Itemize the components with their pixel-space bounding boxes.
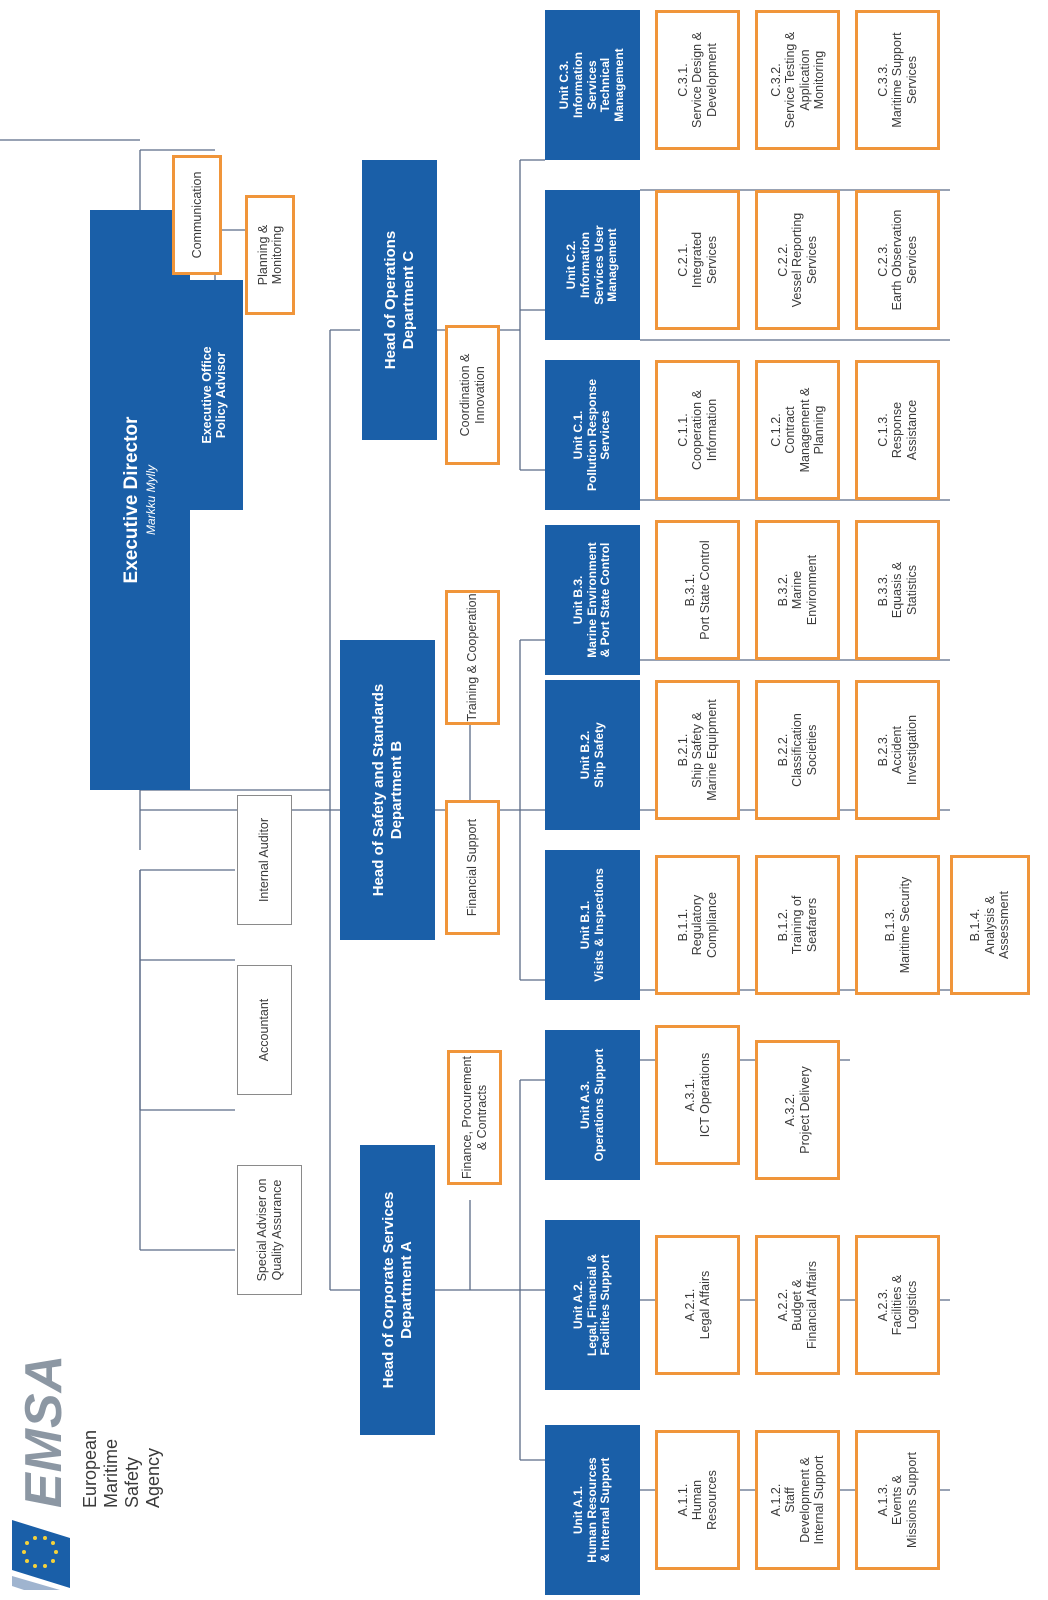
unit-c2-box: Unit C.2. Information Services User Mana…	[545, 190, 640, 340]
section-b12-box: B.1.2. Training of Seafarers	[755, 855, 840, 995]
section-b31-box: B.3.1. Port State Control	[655, 520, 740, 660]
unit-a3-box: Unit A.3. Operations Support	[545, 1030, 640, 1180]
emsa-flag-icon	[12, 1520, 70, 1590]
section-c23-box: C.2.3. Earth Observation Services	[855, 190, 940, 330]
section-b22-box: B.2.2. Classification Societies	[755, 680, 840, 820]
section-a23-box: A.2.3. Facilities & Logistics	[855, 1235, 940, 1375]
planning-monitoring-box: Planning & Monitoring	[245, 195, 295, 315]
executive-director-box: Executive Director Markku Mylly	[90, 210, 190, 790]
special-adviser-box: Special Adviser on Quality Assurance	[237, 1165, 302, 1295]
unit-a1-box: Unit A.1. Human Resources & Internal Sup…	[545, 1425, 640, 1595]
section-c33-box: C.3.3. Maritime Support Services	[855, 10, 940, 150]
section-b11-box: B.1.1. Regulatory Compliance	[655, 855, 740, 995]
section-c11-box: C.1.1. Cooperation & Information	[655, 360, 740, 500]
section-a12-box: A.1.2. Staff Development & Internal Supp…	[755, 1430, 840, 1570]
internal-auditor-box: Internal Auditor	[237, 795, 292, 925]
department-c-head: Head of Operations Department C	[362, 160, 437, 440]
logo-agency-name: European Maritime Safety Agency	[80, 1429, 163, 1508]
section-a13-box: A.1.3. Events & Missions Support	[855, 1430, 940, 1570]
unit-b1-box: Unit B.1. Visits & Inspections	[545, 850, 640, 1000]
section-b33-box: B.3.3. Equasis & Statistics	[855, 520, 940, 660]
section-c13-box: C.1.3. Response Assistance	[855, 360, 940, 500]
section-a32-box: A.3.2. Project Delivery	[755, 1040, 840, 1180]
section-c22-box: C.2.2. Vessel Reporting Services	[755, 190, 840, 330]
section-a22-box: A.2.2. Budget & Financial Affairs	[755, 1235, 840, 1375]
unit-a2-box: Unit A.2. Legal, Financial & Facilities …	[545, 1220, 640, 1390]
section-a31-box: A.3.1. ICT Operations	[655, 1025, 740, 1165]
section-a21-box: A.2.1. Legal Affairs	[655, 1235, 740, 1375]
unit-c1-box: Unit C.1. Pollution Response Services	[545, 360, 640, 510]
section-b23-box: B.2.3. Accident Investigation	[855, 680, 940, 820]
section-b21-box: B.2.1. Ship Safety & Marine Equipment	[655, 680, 740, 820]
financial-support-box: Financial Support	[445, 800, 500, 935]
section-c12-box: C.1.2. Contract Management & Planning	[755, 360, 840, 500]
unit-c3-box: Unit C.3. Information Services Technical…	[545, 10, 640, 160]
training-cooperation-box: Training & Cooperation	[445, 590, 500, 725]
accountant-box: Accountant	[237, 965, 292, 1095]
section-c31-box: C.3.1. Service Design & Development	[655, 10, 740, 150]
communication-box: Communication	[172, 155, 222, 275]
section-b13-box: B.1.3. Maritime Security	[855, 855, 940, 995]
executive-office-box: Executive Office Policy Advisor	[185, 280, 243, 510]
department-a-head: Head of Corporate Services Department A	[360, 1145, 435, 1435]
department-b-head: Head of Safety and Standards Department …	[340, 640, 435, 940]
executive-director-name: Markku Mylly	[144, 465, 159, 536]
executive-director-title: Executive Director	[121, 416, 143, 584]
section-b14-box: B.1.4. Analysis & Assessment	[950, 855, 1030, 995]
section-c21-box: C.2.1. Integrated Services	[655, 190, 740, 330]
section-a11-box: A.1.1. Human Resources	[655, 1430, 740, 1570]
logo-brand: EMSA	[15, 1353, 73, 1508]
section-c32-box: C.3.2. Service Testing & Application Mon…	[755, 10, 840, 150]
unit-b3-box: Unit B.3. Marine Environment & Port Stat…	[545, 525, 640, 675]
section-b32-box: B.3.2. Marine Environment	[755, 520, 840, 660]
coordination-innovation-box: Coordination & Innovation	[445, 325, 500, 465]
unit-b2-box: Unit B.2. Ship Safety	[545, 680, 640, 830]
finance-procurement-box: Finance, Procurement & Contracts	[447, 1050, 502, 1185]
